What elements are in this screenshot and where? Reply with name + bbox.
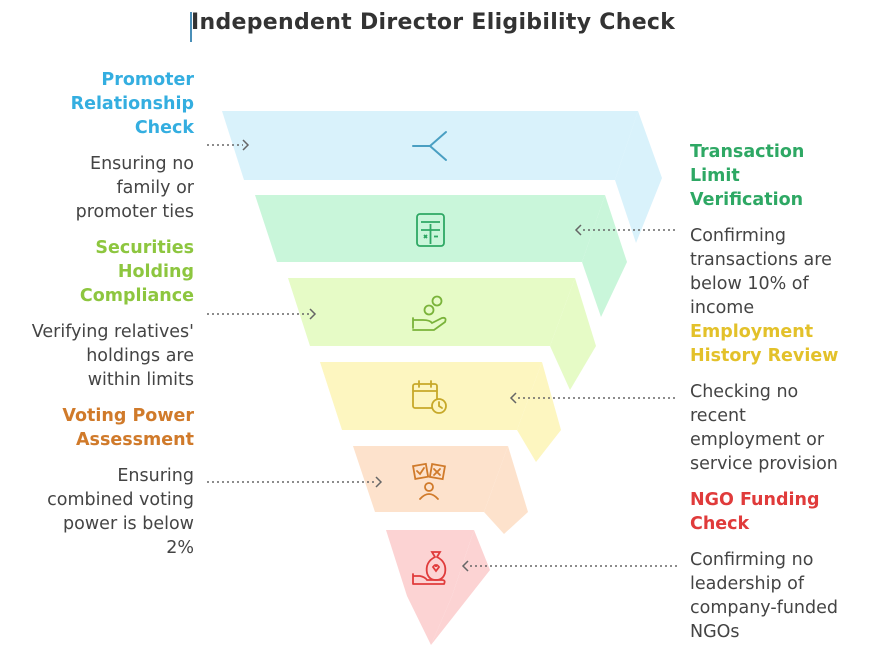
promoter-description: Ensuring no family or promoter ties [75,154,194,222]
calendar-clock-icon [412,380,447,414]
money-bag-hand-icon [412,551,447,585]
layer-side [582,195,627,317]
ngo-description: Confirming no leadership of company-fund… [690,550,838,642]
layer-side [550,278,596,390]
calculator-icon [416,213,445,247]
funnel-layer-securities [288,278,596,390]
transaction-description: Confirming transactions are below 10% of… [690,226,832,318]
connector-employment [509,392,677,404]
layer-face [288,278,575,346]
chevron-right-icon [375,476,383,488]
voting-icon [412,462,446,500]
voting-title: Voting Power Assessment [62,406,194,450]
chevron-left-icon [461,560,469,572]
chevron-left-icon [509,392,517,404]
connector-transaction [574,224,677,236]
layer-face [320,362,542,430]
layer-side [615,111,662,243]
chevron-left-icon [574,224,582,236]
connector-voting [207,476,383,488]
split-arrow-icon [412,131,447,161]
layer-side [517,362,561,462]
page-title: Independent Director Eligibility Check [191,10,676,35]
employment-title: Employment History Review [690,322,839,366]
funnel-layer-ngo [386,530,490,645]
layer-side [431,530,490,645]
chevron-right-icon [242,139,250,151]
transaction-title: Transaction Limit Verification [690,142,805,210]
chevron-right-icon [309,308,317,320]
layer-face [353,446,508,512]
layer-face [386,530,474,645]
funnel-layer-promoter [222,111,662,243]
funnel-layer-employment [320,362,561,462]
layer-side [484,446,528,534]
voting-description: Ensuring combined voting power is below … [47,466,194,558]
employment-description: Checking no recent employment or service… [690,382,838,474]
hand-coins-icon [412,295,447,331]
securities-title: Securities Holding Compliance [79,238,194,306]
connector-securities [207,308,317,320]
funnel-layer-voting [353,446,528,534]
connector-promoter [207,139,250,151]
title-cursor [190,12,192,42]
ngo-title: NGO Funding Check [690,490,820,534]
funnel-layer-transaction [255,195,627,317]
promoter-title: Promoter Relationship Check [70,70,194,138]
connector-ngo [461,560,677,572]
securities-description: Verifying relatives' holdings are within… [31,322,194,390]
